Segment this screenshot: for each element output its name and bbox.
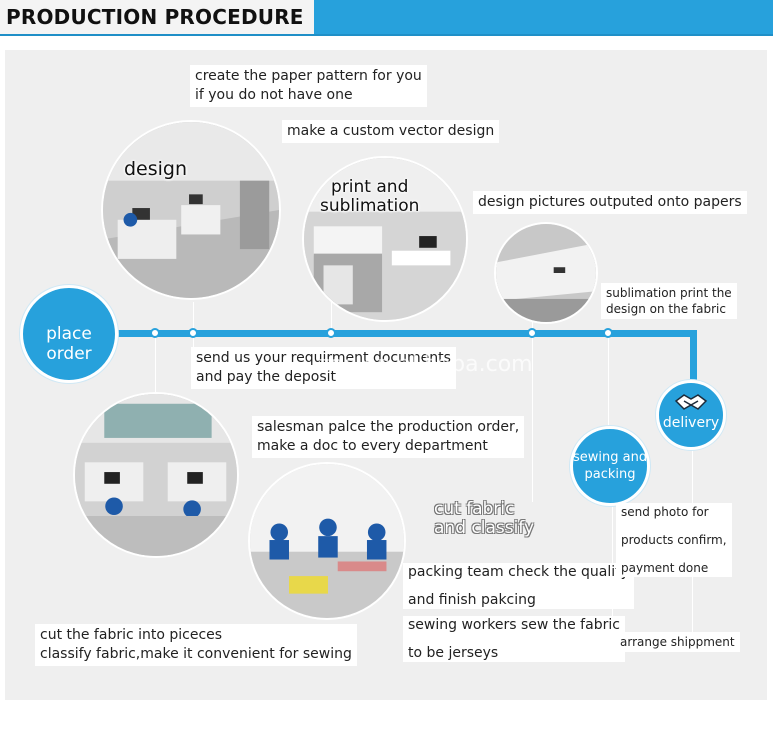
cut-fabric-label: cut fabric and classify xyxy=(434,499,535,538)
place-order-circle: place order xyxy=(20,285,118,383)
note-send-photo: send photo for products confirm, payment… xyxy=(616,503,732,577)
timeline-node xyxy=(188,328,198,338)
timeline-bar xyxy=(60,330,697,337)
note-sublimation-print: sublimation print the design on the fabr… xyxy=(601,283,737,319)
sewing-packing-label: sewing and packing xyxy=(573,450,648,482)
connector-line xyxy=(612,470,613,645)
timeline-bar-down xyxy=(690,330,697,388)
page-title: PRODUCTION PROCEDURE xyxy=(0,0,314,34)
note-send-documents: send us your requirment documents and pa… xyxy=(191,347,456,389)
note-paper-pattern: create the paper pattern for you if you … xyxy=(190,65,427,107)
sublimation-printer-photo xyxy=(494,222,598,324)
print-sublimation-photo xyxy=(302,156,468,322)
design-label: design xyxy=(124,158,188,180)
print-label: print and sublimation xyxy=(320,177,420,216)
note-pictures-outputed: design pictures outputed onto papers xyxy=(473,191,747,214)
delivery-label: delivery xyxy=(662,415,720,431)
note-packing-team: packing team check the quality and finis… xyxy=(403,563,634,609)
header-divider xyxy=(0,34,773,36)
note-arrange-shipment: arrange shippment xyxy=(615,632,740,652)
connector-line xyxy=(608,337,609,432)
watermark: zoe.en.alibaba.com xyxy=(318,352,533,377)
delivery-circle: delivery xyxy=(656,380,726,450)
design-office-photo xyxy=(101,120,281,300)
note-vector-design: make a custom vector design xyxy=(282,120,500,143)
connector-line xyxy=(193,302,194,347)
timeline-node xyxy=(150,328,160,338)
handshake-icon xyxy=(659,391,723,413)
connector-line xyxy=(532,337,533,502)
note-salesman: salesman palce the production order, mak… xyxy=(252,416,525,458)
note-cut-classify: cut the fabric into piceces classify fab… xyxy=(35,624,357,666)
timeline-node xyxy=(527,328,537,338)
sewing-packing-circle: sewing and packing xyxy=(570,426,650,506)
timeline-node xyxy=(326,328,336,338)
connector-line xyxy=(155,337,156,412)
timeline-node xyxy=(603,328,613,338)
header-bar: PRODUCTION PROCEDURE xyxy=(0,0,773,36)
place-order-label: place order xyxy=(46,324,92,364)
note-sewing-workers: sewing workers sew the fabric to be jers… xyxy=(403,616,625,662)
sales-office-photo xyxy=(73,392,239,558)
connector-line xyxy=(331,300,332,335)
cutting-room-photo xyxy=(248,462,406,620)
